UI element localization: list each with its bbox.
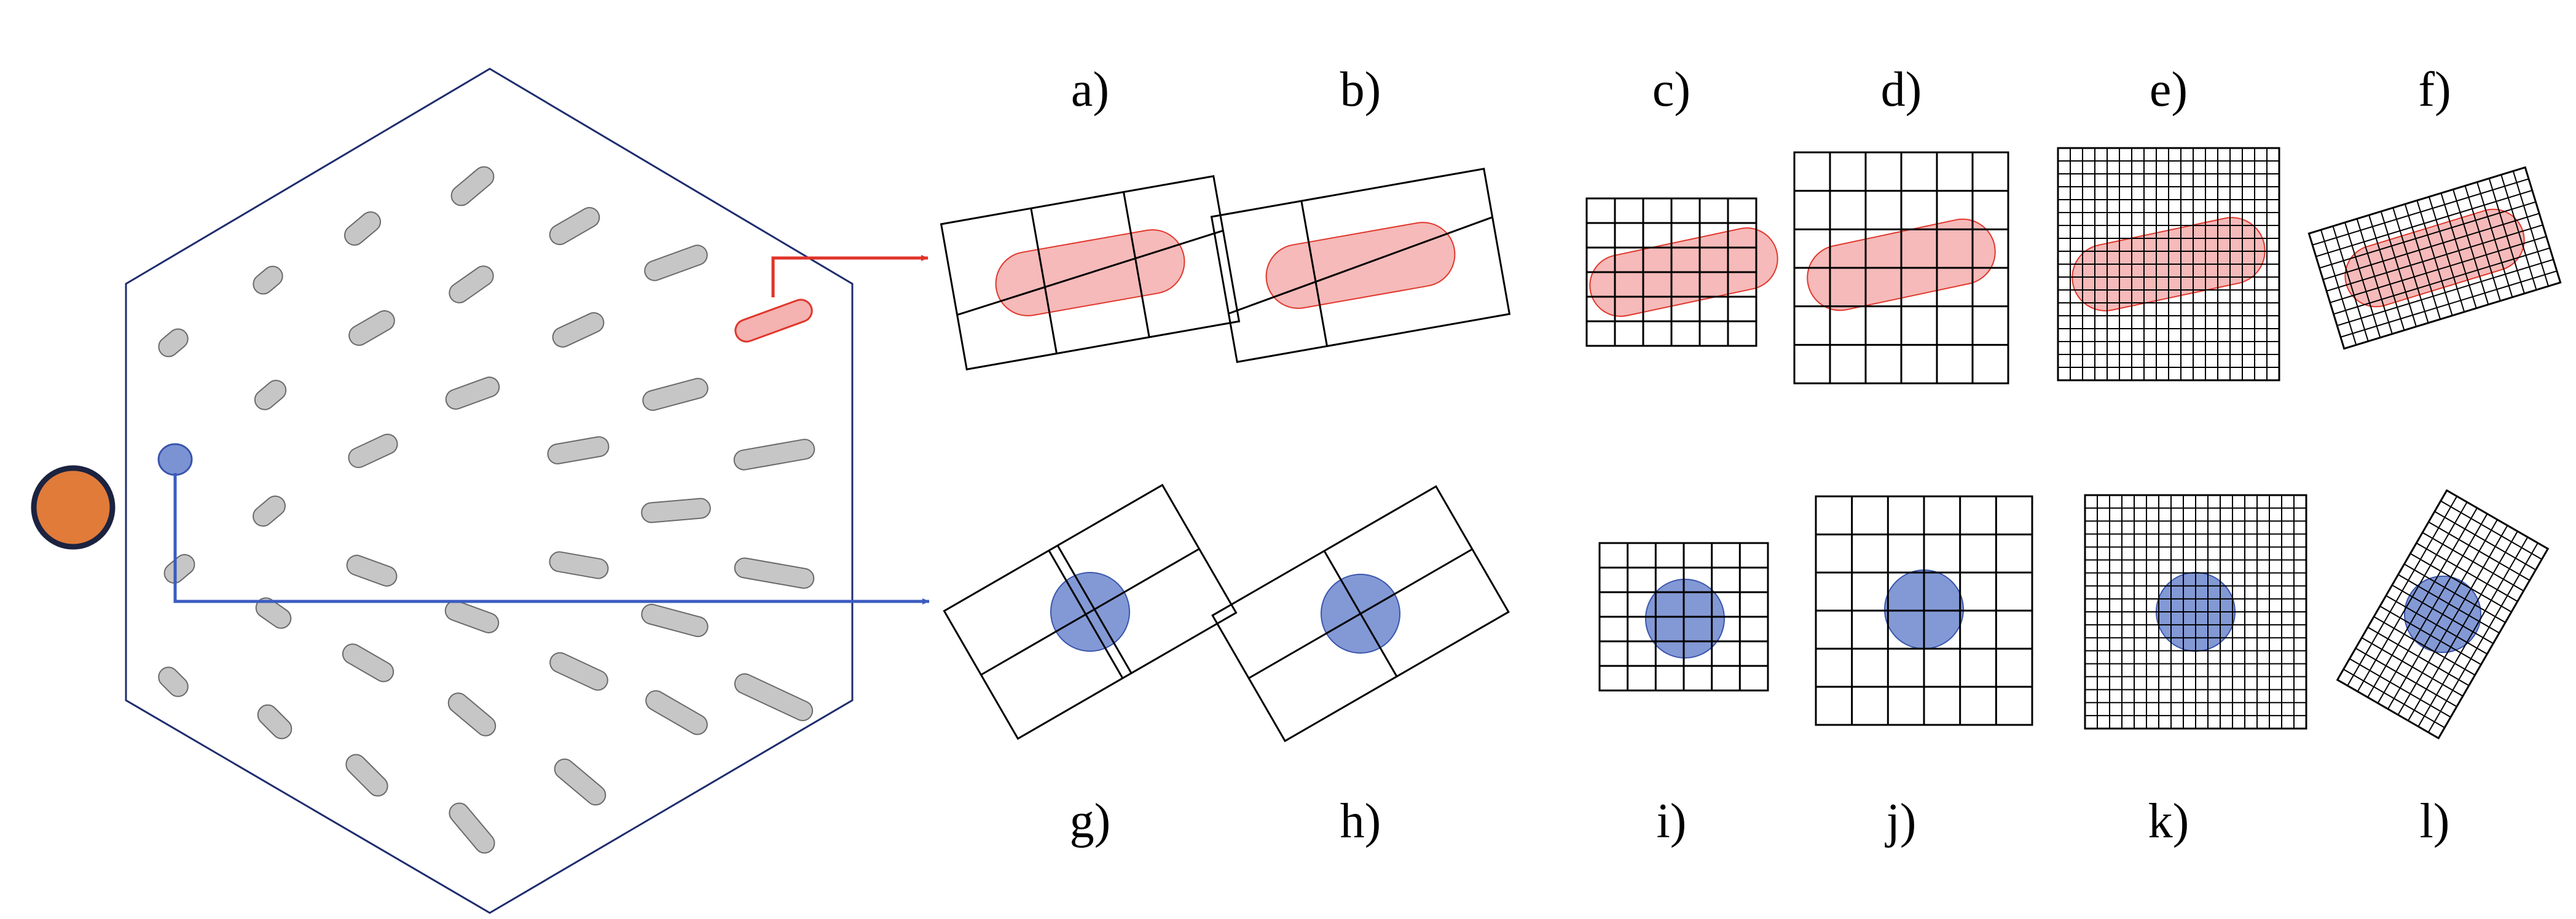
hexagon-domain	[125, 68, 854, 914]
panel-label-g: g)	[1070, 794, 1111, 848]
particle-rod-icon	[445, 377, 500, 410]
particle-rod-icon	[642, 378, 709, 411]
top-panel-labels: a) b) c) d) e) f)	[1071, 63, 2451, 117]
panel-c	[1585, 197, 1778, 347]
particle-rod-icon	[641, 603, 709, 638]
particle-rod-icon	[342, 643, 395, 682]
panel-label-h: h)	[1340, 794, 1381, 848]
panel-label-l: l)	[2420, 794, 2450, 848]
particle-rod-icon	[641, 498, 711, 523]
particle-rod-icon	[257, 704, 293, 740]
particle-rod-icon	[163, 553, 195, 584]
panel-label-a: a)	[1071, 63, 1109, 117]
particle-rod-icon	[449, 265, 494, 303]
panel-label-k: k)	[2148, 794, 2189, 848]
panel-label-b: b)	[1340, 63, 1381, 117]
red-connector-arrow-icon	[771, 255, 929, 297]
particle-rod-icon	[254, 380, 287, 410]
red-rod-particle-icon	[734, 299, 813, 343]
panel-d	[1793, 151, 2009, 385]
panel-label-i: i)	[1657, 794, 1687, 848]
particle-rod-icon	[547, 436, 610, 464]
particle-rod-icon	[255, 597, 292, 629]
particle-rod-icon	[158, 328, 189, 358]
panel-h	[1211, 485, 1510, 743]
particle-rod-icon	[549, 207, 600, 245]
particle-rod-icon	[447, 692, 497, 737]
particle-rod-icon	[554, 758, 607, 806]
panel-f	[2307, 166, 2562, 350]
panel-label-d: d)	[1881, 63, 1922, 117]
panel-l	[2336, 489, 2550, 740]
particle-rod-icon	[346, 555, 398, 587]
panel-a	[940, 175, 1241, 370]
highlighted-disk-particle	[157, 443, 193, 476]
disk-inclusion-icon	[1645, 579, 1725, 659]
particle-group	[158, 166, 815, 854]
particle-rod-icon	[644, 244, 708, 281]
particle-rod-icon	[345, 754, 388, 797]
panel-label-e: e)	[2150, 63, 2188, 117]
discretization-panels	[940, 147, 2562, 743]
panel-label-j: j)	[1885, 794, 1917, 848]
panel-label-c: c)	[1652, 63, 1690, 117]
particle-rod-icon	[450, 166, 495, 206]
particle-rod-icon	[444, 600, 500, 633]
blue-connector-arrow-icon	[173, 473, 930, 604]
particle-rod-icon	[733, 439, 815, 471]
bottom-panel-labels: g) h) i) j) k) l)	[1070, 794, 2450, 848]
particle-rod-icon	[253, 495, 286, 527]
particle-rod-icon	[549, 551, 609, 579]
particle-rod-icon	[253, 265, 283, 295]
particle-rod-icon	[552, 312, 605, 348]
particle-rod-icon	[734, 557, 815, 589]
particle-rod-icon	[645, 690, 708, 735]
particle-rod-icon	[449, 802, 495, 854]
particle-rod-icon	[734, 673, 814, 721]
particle-rod-icon	[348, 434, 398, 468]
panel-b	[1210, 168, 1511, 363]
panel-i	[1598, 542, 1769, 692]
source-circle-icon	[31, 465, 116, 550]
panel-label-f: f)	[2418, 63, 2451, 117]
particle-rod-icon	[344, 211, 382, 246]
particle-rod-icon	[549, 652, 608, 691]
panel-j	[1815, 495, 2033, 726]
panel-e	[2057, 147, 2280, 381]
panel-g	[943, 483, 1238, 740]
particle-rod-icon	[348, 310, 395, 346]
highlighted-rod-particle	[734, 299, 813, 343]
particle-rod-icon	[158, 667, 189, 697]
panel-k	[2084, 494, 2307, 730]
blue-disk-particle-icon	[157, 443, 193, 476]
